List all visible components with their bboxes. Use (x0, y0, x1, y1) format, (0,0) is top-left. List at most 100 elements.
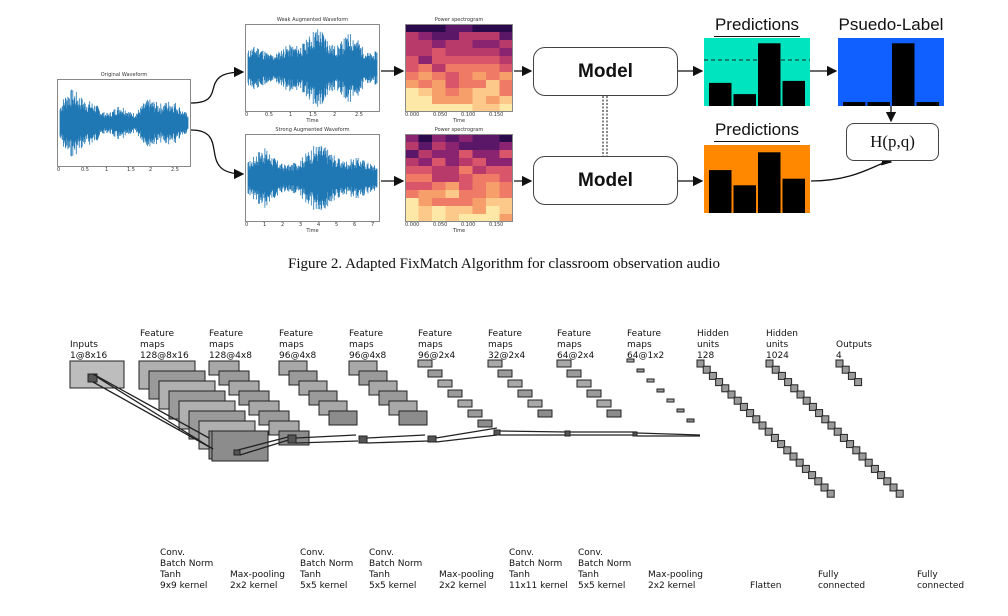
spectrogram-cell (472, 174, 487, 183)
spectrogram-cell (405, 174, 419, 183)
cnn-projection-line (239, 437, 296, 456)
spectrogram-cell (459, 134, 473, 143)
cnn-dense-unit (696, 359, 705, 368)
spectrogram-cell (418, 64, 433, 73)
weak-predictions-title: Predictions (714, 15, 800, 34)
spectrogram-cell (459, 190, 473, 199)
cnn-dense-unit (771, 365, 780, 374)
cnn-dense-unit (895, 489, 904, 498)
cnn-top-label: Feature maps 96@4x8 (349, 329, 387, 361)
cnn-dense-unit (746, 409, 755, 418)
spectrogram-cell (405, 190, 419, 199)
spectrogram-cell (486, 40, 500, 49)
spectrogram-cell (418, 80, 433, 89)
model-box-strong-label: Model (578, 169, 633, 191)
cnn-top-label: Feature maps 128@4x8 (209, 329, 252, 361)
spectrogram-cell (418, 166, 433, 175)
spectrogram-cell (418, 72, 433, 81)
spectrogram-cell (486, 48, 500, 57)
spectrogram-cell (432, 190, 446, 199)
spectrogram-cell (472, 80, 487, 89)
cnn-projection-line (92, 373, 210, 439)
cnn-feature-map (467, 409, 483, 418)
spectrogram-cell (418, 198, 433, 207)
cnn-dense-unit (847, 371, 856, 380)
spectrogram-cell (486, 56, 500, 65)
cnn-dense-unit (826, 489, 835, 498)
spectrogram-cell (405, 24, 419, 33)
prediction-bar (916, 102, 939, 106)
cnn-bottom-label: Conv. Batch Norm Tanh 5x5 kernel (369, 548, 423, 591)
spectrogram-cell (405, 80, 419, 89)
cnn-dense-unit (708, 371, 717, 380)
cnn-dense-unit (752, 415, 761, 424)
cnn-dense-unit (789, 452, 798, 461)
spectrogram-cell (499, 24, 513, 33)
cnn-top-label: Feature maps 96@4x8 (279, 329, 317, 361)
spectrogram-cell (405, 150, 419, 159)
spectrogram-cell (459, 182, 473, 191)
cnn-feature-map (507, 379, 523, 388)
prediction-bar (867, 102, 890, 106)
spectrogram-cell (405, 32, 419, 41)
cnn-feature-map (328, 410, 358, 426)
spectrogram-cell (445, 174, 460, 183)
cnn-projection-line (435, 427, 498, 439)
spectrogram-cell (472, 48, 487, 57)
cnn-feature-map (606, 409, 622, 418)
pseudo-label-chart (838, 38, 944, 106)
spectrogram-cell (472, 150, 487, 159)
cnn-dense-unit (721, 384, 730, 393)
weak-waveform-xlabel: Time (306, 118, 319, 124)
spectrogram-cell (472, 24, 487, 33)
spectrogram-cell (418, 182, 433, 191)
spectrogram-cell (405, 104, 419, 112)
cnn-dense-unit (733, 396, 742, 405)
spectrogram-cell (405, 142, 419, 151)
spectrogram-cell (486, 198, 500, 207)
cnn-dense-unit (821, 415, 830, 424)
spectrogram-cell (472, 198, 487, 207)
cnn-dense-unit (841, 365, 850, 374)
spectrogram-cell (459, 32, 473, 41)
spectrogram-cell (499, 80, 513, 89)
weak-spectrogram-title: Power spectrogram (434, 17, 484, 23)
cnn-bottom-label: Max-pooling 2x2 kernel (648, 570, 703, 591)
spectrogram-cell (432, 64, 446, 73)
spectrogram-cell (445, 104, 460, 112)
cnn-top-label: Feature maps 96@2x4 (418, 329, 456, 361)
spectrogram-cell (405, 198, 419, 207)
spectrogram-cell (499, 174, 513, 183)
spectrogram-cell (472, 158, 487, 167)
cnn-projection-line (366, 434, 426, 439)
spectrogram-cell (486, 32, 500, 41)
cnn-feature-map (646, 378, 655, 383)
cnn-dense-unit (870, 464, 879, 473)
spectrogram-cell (472, 88, 487, 97)
prediction-bar (709, 82, 732, 106)
cnn-dense-unit (739, 402, 748, 411)
cnn-feature-map (487, 359, 503, 368)
cnn-feature-map (537, 409, 553, 418)
cnn-dense-unit (758, 421, 767, 430)
spectrogram-cell (445, 40, 460, 49)
spectrogram-cell (459, 104, 473, 112)
cnn-dense-unit (770, 433, 779, 442)
cnn-bottom-label: Conv. Batch Norm Tanh 5x5 kernel (578, 548, 632, 591)
fixmatch-connectors (190, 65, 897, 187)
spectrogram-cell (499, 198, 513, 207)
cnn-dense-unit (864, 458, 873, 467)
strong-spectrogram-title: Power spectrogram (434, 127, 484, 133)
spectrogram-cell (432, 24, 446, 33)
cnn-bottom-label: Max-pooling 2x2 kernel (439, 570, 494, 591)
spectrogram-cell (472, 56, 487, 65)
spectrogram-cell (499, 96, 513, 105)
cnn-kernel-patch (564, 430, 571, 437)
spectrogram-cell (432, 150, 446, 159)
model-box-strong: Model (533, 156, 678, 205)
cnn-dense-unit (852, 446, 861, 455)
cnn-dense-unit (715, 378, 724, 387)
spectrogram-cell (418, 24, 433, 33)
spectrogram-cell (459, 88, 473, 97)
